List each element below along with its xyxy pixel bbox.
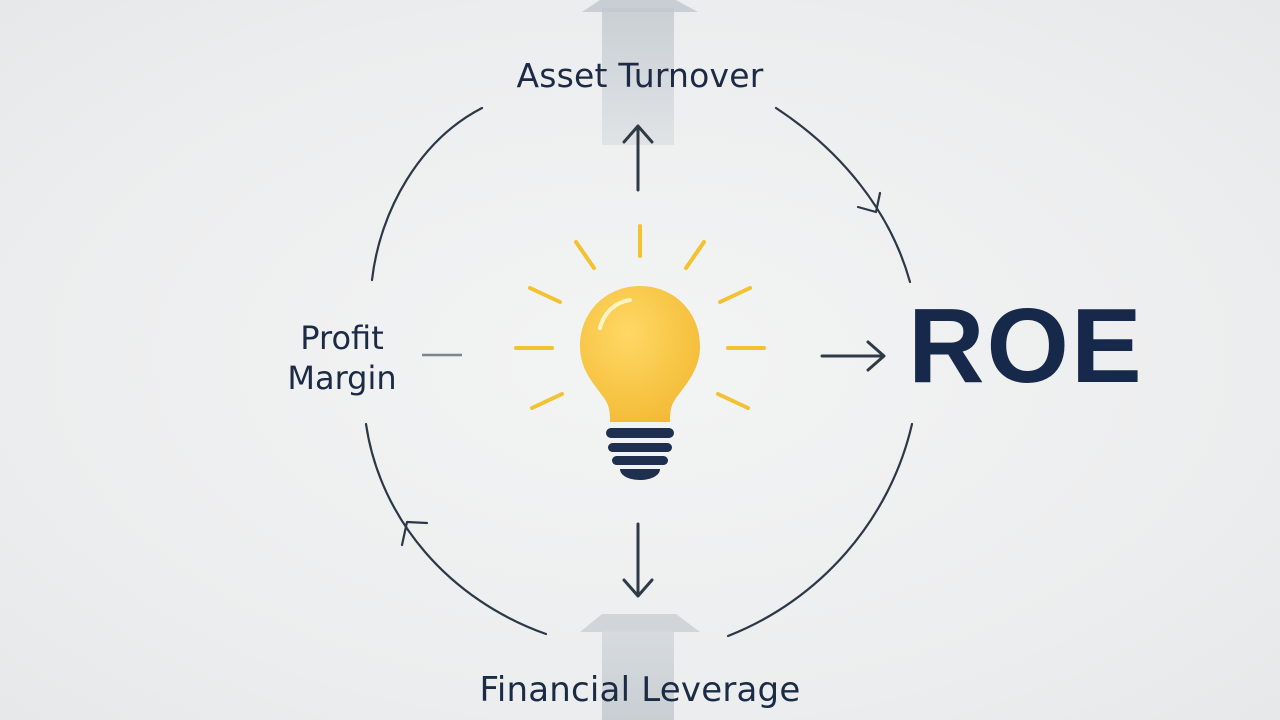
financial-leverage-label: Financial Leverage [479, 670, 801, 710]
arrow-down-icon [622, 522, 654, 598]
cycle-arcs [364, 106, 914, 638]
arc-bottom-left [364, 422, 548, 636]
arrow-up-icon [622, 124, 654, 192]
lightbulb-icon [580, 286, 700, 480]
arrow-right-icon [820, 340, 886, 372]
asset-turnover-label: Asset Turnover [516, 56, 764, 95]
chevron-left-arc-icon [400, 520, 429, 547]
profit-margin-label: Profit Margin [262, 318, 422, 398]
chevron-right-arc-icon [856, 191, 882, 214]
profit-margin-label-line2: Margin [287, 359, 397, 397]
arc-chevrons [400, 191, 882, 547]
profit-margin-label-line1: Profit [300, 319, 384, 357]
arc-top-right [774, 106, 912, 284]
arc-top-left [370, 106, 484, 282]
arc-bottom-right [726, 422, 914, 638]
top-column [582, 0, 698, 145]
light-rays [514, 224, 766, 410]
roe-label: ROE [908, 287, 1144, 405]
bottom-column [580, 614, 700, 720]
